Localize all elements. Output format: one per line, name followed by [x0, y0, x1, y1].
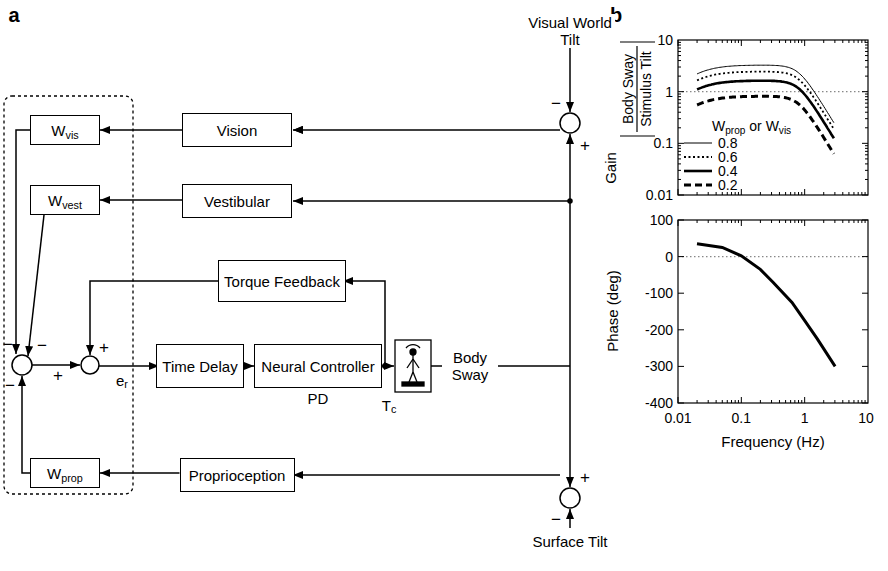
- sensor-box: Vestibular: [182, 184, 292, 218]
- sensor-box: Proprioception: [180, 458, 295, 492]
- sign: +: [580, 136, 590, 156]
- weight-box: Wvest: [30, 185, 100, 215]
- sum-junction: [12, 355, 32, 375]
- tick-label: 1: [665, 84, 673, 100]
- sign: −: [551, 94, 561, 114]
- legend-text: 0.8: [718, 135, 737, 151]
- signal-arrow: [100, 129, 182, 131]
- box-label: Wprop: [43, 465, 87, 482]
- sign: −: [37, 336, 47, 356]
- tick-label: -400: [645, 395, 673, 411]
- signal-arrow: [244, 365, 254, 367]
- box-label: Vestibular: [200, 193, 274, 210]
- tick-label: -200: [645, 322, 673, 338]
- output-label: Body Sway: [442, 349, 498, 383]
- legend-text: 0.4: [718, 163, 737, 179]
- tick-label: 0.01: [646, 187, 673, 203]
- legend-sample: [684, 143, 712, 144]
- weight-box: Wvis: [30, 115, 100, 145]
- weighting-region: [4, 96, 133, 494]
- tick-label: -100: [645, 285, 673, 301]
- axis-title: Gain: [602, 152, 619, 184]
- panel-letter: a: [8, 4, 19, 27]
- input-label: Surface Tilt: [525, 533, 615, 550]
- tick-label: 0.01: [664, 410, 691, 426]
- body-icon-frame: [395, 340, 431, 392]
- tick-label: 10: [858, 410, 874, 426]
- box-label: Torque Feedback: [220, 273, 344, 290]
- input-label: Visual World Tilt: [525, 14, 615, 48]
- legend-text: 0.2: [718, 177, 737, 193]
- legend-title: Wprop or Wvis: [712, 118, 791, 134]
- feedback-box: Torque Feedback: [218, 260, 346, 302]
- signal-arrow: [100, 472, 180, 474]
- box-label: Vision: [213, 122, 262, 139]
- tick-label: -300: [645, 358, 673, 374]
- box-label: Time Delay: [158, 358, 241, 375]
- sum-junction: [560, 488, 580, 508]
- legend-sample: [684, 184, 712, 187]
- box-label: Wvest: [44, 192, 86, 209]
- tick-label: 1: [801, 410, 809, 426]
- sign: −: [3, 335, 13, 355]
- delay-box: Time Delay: [156, 344, 244, 388]
- axis-title: Phase (deg): [604, 270, 621, 352]
- sensor-box: Vision: [182, 113, 292, 147]
- tick-label: 0: [665, 249, 673, 265]
- tick-label: 10: [657, 32, 673, 48]
- sum-junction: [81, 356, 99, 374]
- tick-label: 0.1: [732, 410, 751, 426]
- standing-body-icon: [402, 345, 424, 386]
- box-label: Wvis: [47, 122, 82, 139]
- controller-box: Neural ControllerPD: [254, 344, 382, 388]
- signal-name: er: [116, 372, 128, 389]
- legend-text: 0.6: [718, 149, 737, 165]
- axis-title: Stimulus Tilt: [638, 51, 654, 126]
- sum-junction: [560, 113, 580, 133]
- signal-name: Tc: [382, 397, 397, 414]
- signal-arrow: [100, 199, 182, 201]
- tick-label: 100: [650, 212, 673, 228]
- sign: −: [5, 376, 15, 396]
- sign: +: [53, 366, 63, 386]
- legend-sample: [684, 170, 712, 173]
- box-sublabel: PD: [255, 390, 381, 407]
- chart-frames: [620, 40, 868, 403]
- weight-box: Wprop: [30, 458, 100, 488]
- legend-sample: [684, 156, 712, 158]
- box-label: Proprioception: [185, 467, 290, 484]
- axis-title: Frequency (Hz): [721, 433, 824, 450]
- box-label: Neural Controller: [257, 358, 378, 375]
- sign: +: [580, 468, 590, 488]
- axis-title: Body Sway: [620, 54, 636, 124]
- tick-label: 0.1: [654, 135, 673, 151]
- sign: +: [99, 338, 109, 358]
- sign: −: [551, 510, 561, 530]
